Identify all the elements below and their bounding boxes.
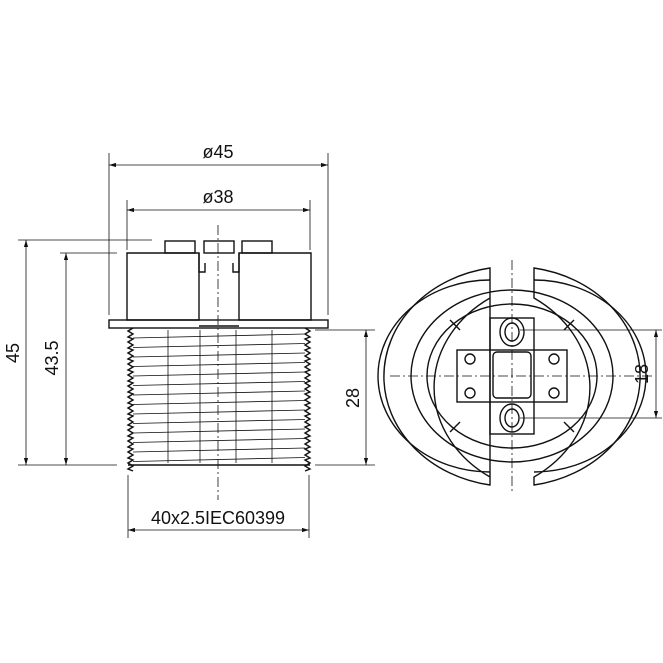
label-thread-spec: 40x2.5IEC60399 [151,508,285,528]
thread [126,327,312,472]
label-body-height: 43.5 [42,340,62,375]
label-inner-diameter: ø38 [202,187,233,207]
end-view [377,260,662,492]
label-thread-height: 28 [343,388,363,408]
label-pin-spacing: 18 [632,364,652,384]
label-outer-diameter: ø45 [202,142,233,162]
label-total-height: 45 [3,343,23,363]
side-view [18,153,375,538]
